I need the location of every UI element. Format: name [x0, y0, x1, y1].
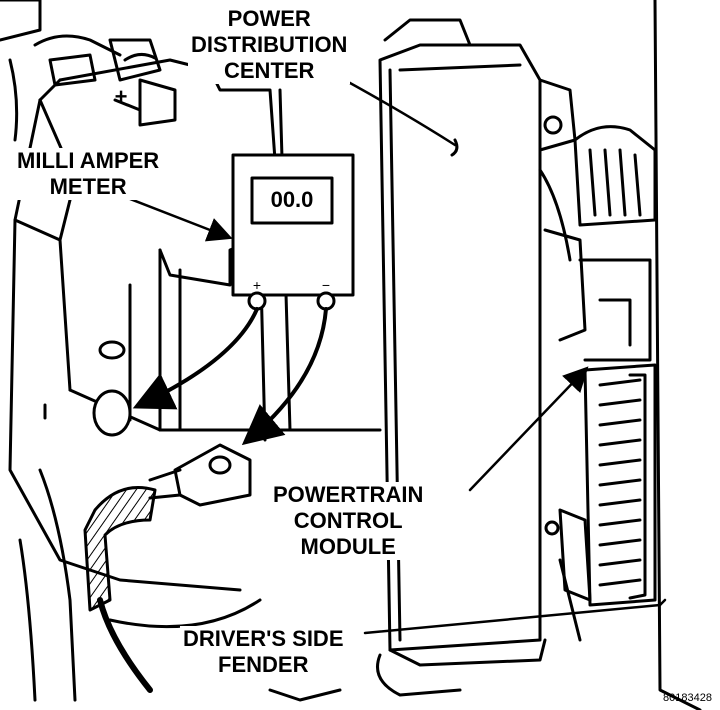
pcm-label-line-2: CONTROL — [293, 508, 403, 533]
pdc-label: POWER DISTRIBUTION CENTER — [188, 6, 351, 84]
negative-cable-terminal — [92, 389, 252, 507]
meter-display-reading: 00.0 — [271, 187, 314, 212]
pdc-label-line-1: POWER — [227, 6, 311, 31]
pcm-label-line-3: MODULE — [300, 534, 396, 559]
meter-minus-symbol: − — [322, 277, 330, 293]
fender-leader-line — [363, 603, 662, 635]
pcm-leader-line — [468, 366, 589, 492]
pcm-label-line-1: POWERTRAIN — [273, 482, 424, 507]
fender-label-line-1: DRIVER'S SIDE — [183, 626, 344, 651]
pdc-label-line-2: DISTRIBUTION — [191, 32, 348, 57]
power-distribution-center — [378, 18, 547, 667]
pdc-label-line-3: CENTER — [224, 58, 315, 83]
battery-positive-label: + — [115, 84, 128, 109]
fender-label: DRIVER'S SIDE FENDER — [180, 626, 347, 678]
wiring-harness — [18, 468, 262, 702]
meter-leader-line — [118, 193, 233, 242]
milliammeter — [231, 153, 355, 311]
pcm-label: POWERTRAIN CONTROL MODULE — [270, 482, 427, 560]
figure-id: 80183428 — [663, 692, 712, 704]
test-leads — [132, 307, 328, 446]
meter-label-line-1: MILLI AMPER — [17, 148, 160, 173]
meter-label-line-2: METER — [49, 174, 127, 199]
fender-label-line-2: FENDER — [218, 652, 309, 677]
meter-label: MILLI AMPER METER — [14, 148, 163, 200]
drivers-side-fender — [268, 0, 702, 710]
meter-plus-symbol: + — [253, 277, 261, 293]
upper-left-components — [0, 0, 122, 142]
powertrain-control-module — [544, 363, 657, 607]
